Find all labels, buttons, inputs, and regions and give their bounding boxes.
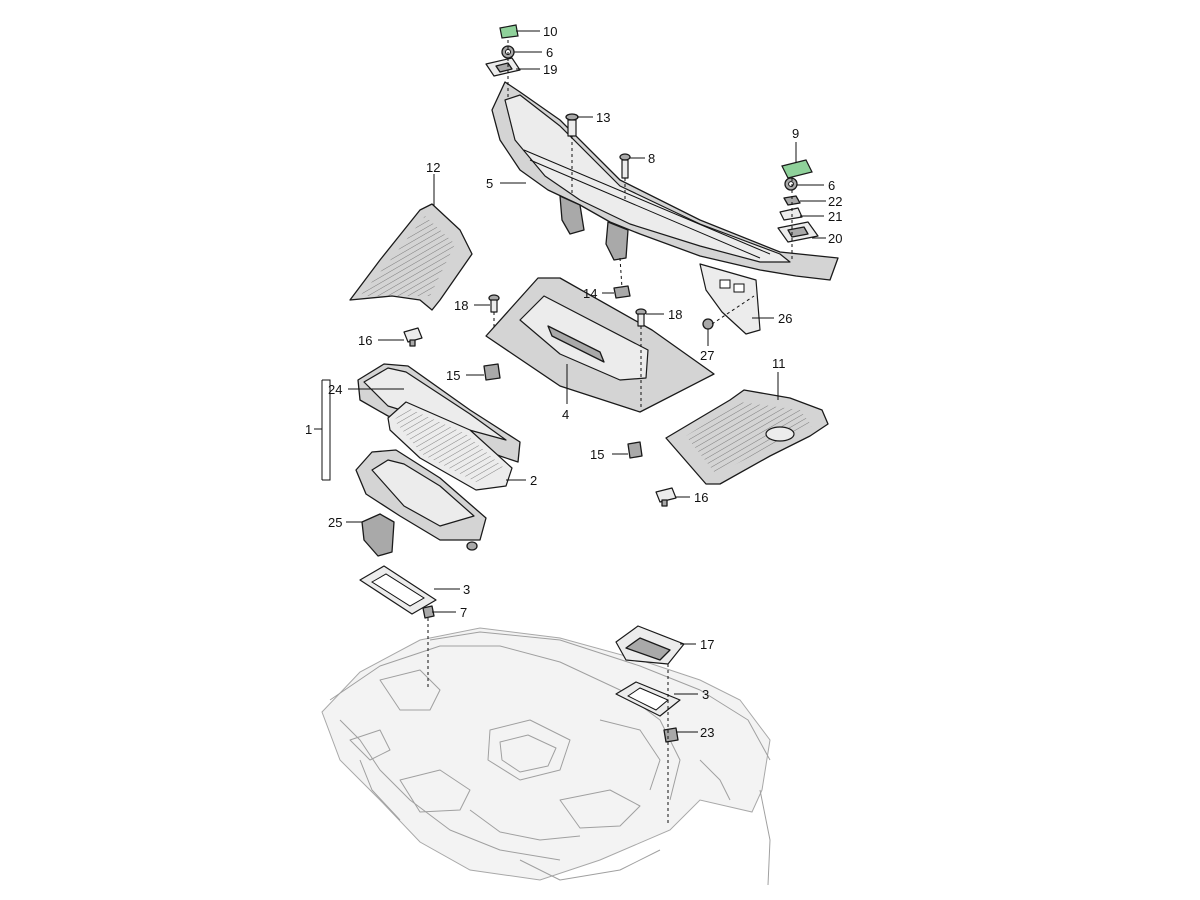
clip-14: [613, 285, 631, 299]
nut-6-right: [784, 177, 798, 191]
screw-8: [619, 153, 631, 179]
assembly-lines: [427, 40, 793, 826]
callout-24: 24: [328, 382, 342, 397]
clip-9: [781, 159, 813, 179]
vehicle-body-outline: [321, 627, 771, 886]
screw-13: [565, 113, 579, 137]
callout-15-lower: 15: [590, 447, 604, 462]
callout-labels: 1 2 3 3 4 5 6 6 7 8 9 10 11 12 13 14 15 …: [305, 24, 842, 740]
callout-2: 2: [530, 473, 537, 488]
pin-18-right: [635, 308, 647, 327]
callout-22: 22: [828, 194, 842, 209]
seal-20: [777, 221, 819, 243]
callout-7: 7: [460, 605, 467, 620]
seal-19: [485, 57, 521, 77]
callout-6-right: 6: [828, 178, 835, 193]
washer-21: [779, 207, 803, 221]
clip-7: [422, 605, 435, 619]
callout-19: 19: [543, 62, 557, 77]
callout-21: 21: [828, 209, 842, 224]
callout-8: 8: [648, 151, 655, 166]
leader-lines: [314, 30, 826, 733]
callout-1: 1: [305, 422, 312, 437]
callout-13: 13: [596, 110, 610, 125]
clip-10: [499, 24, 519, 39]
bracket-25: [361, 513, 395, 557]
clip-16-upper: [403, 327, 423, 347]
callout-15-upper: 15: [446, 368, 460, 383]
side-panel-11: [665, 389, 829, 485]
cowl-panel: [491, 81, 839, 281]
grille-17: [615, 625, 685, 665]
bracket-1: [321, 379, 331, 481]
pin-18-left: [488, 294, 500, 313]
callout-4: 4: [562, 407, 569, 422]
filter-housing: [355, 449, 487, 551]
clip-15-lower: [627, 441, 643, 459]
callout-5: 5: [486, 176, 493, 191]
callout-25: 25: [328, 515, 342, 530]
filter-element-2: [387, 401, 513, 491]
callout-20: 20: [828, 231, 842, 246]
callout-3-right: 3: [702, 687, 709, 702]
callout-16-lower: 16: [694, 490, 708, 505]
callout-11: 11: [772, 356, 786, 371]
callout-17: 17: [700, 637, 714, 652]
callout-12: 12: [426, 160, 440, 175]
side-panel-12: [349, 203, 473, 311]
seal-3-left: [359, 565, 437, 615]
callout-6-top: 6: [546, 45, 553, 60]
callout-16-upper: 16: [358, 333, 372, 348]
clip-16-lower: [655, 487, 677, 507]
callout-18-right: 18: [668, 307, 682, 322]
callout-18-left: 18: [454, 298, 468, 313]
callout-26: 26: [778, 311, 792, 326]
clip-27: [702, 318, 714, 330]
callout-27: 27: [700, 348, 714, 363]
seal-3-right: [615, 681, 681, 717]
callout-9: 9: [792, 126, 799, 141]
clip-23: [663, 727, 679, 743]
callout-14: 14: [583, 286, 597, 301]
clip-15-upper: [483, 363, 501, 381]
callout-10: 10: [543, 24, 557, 39]
plate-26: [699, 263, 761, 335]
callout-3-left: 3: [463, 582, 470, 597]
callout-23: 23: [700, 725, 714, 740]
center-cover-4: [485, 277, 715, 413]
